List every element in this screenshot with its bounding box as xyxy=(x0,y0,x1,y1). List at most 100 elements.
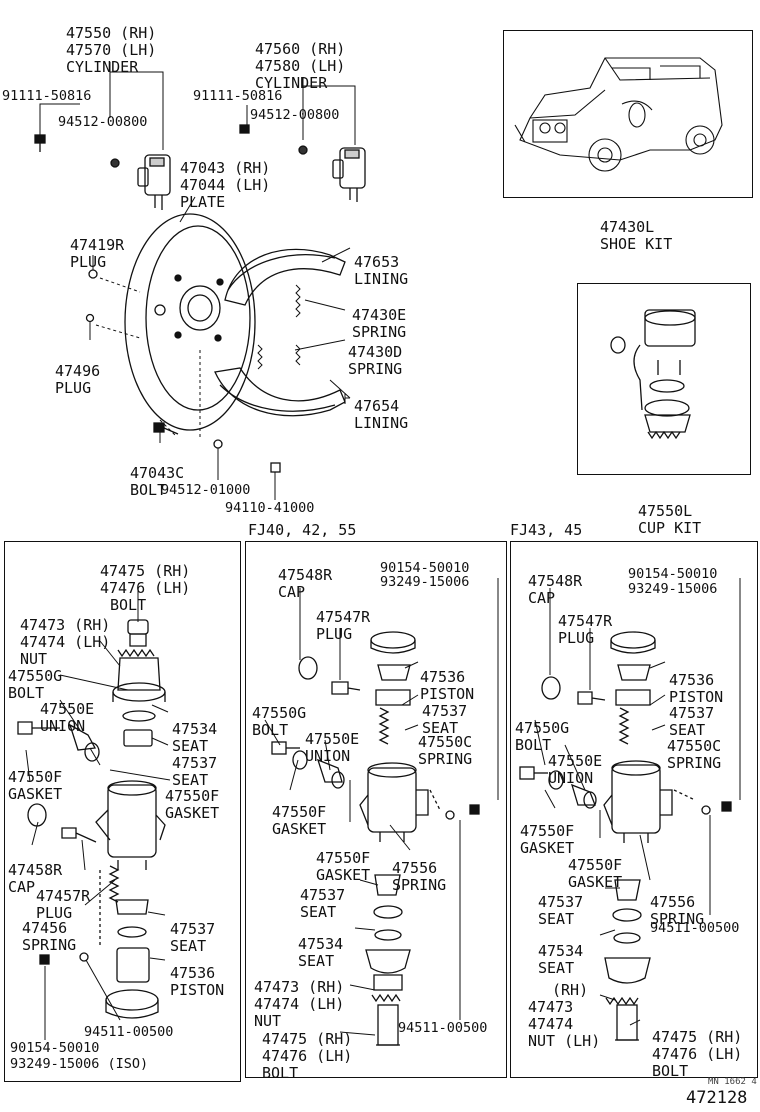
jeep-illustration xyxy=(514,57,723,172)
mid-bolt-name: BOLT xyxy=(262,1064,299,1082)
left-bolt-name: BOLT xyxy=(110,596,147,614)
bolt-91111-b: 91111-50816 xyxy=(193,88,283,104)
right-seat-37a-pn: 47537 xyxy=(669,704,715,722)
nut-94512-b: 94512-00800 xyxy=(250,107,340,123)
right-panel-leaders xyxy=(534,578,741,1026)
left-seat-34-pn: 47534 xyxy=(172,720,218,738)
right-seat-37a-name: SEAT xyxy=(669,721,706,739)
right-nut-94511: 94511-00500 xyxy=(650,920,740,936)
mid-bolt-pn-lh: 47476 (LH) xyxy=(262,1047,353,1065)
mid-nut-name: NUT xyxy=(254,1012,282,1030)
left-gasket-b-pn: 47550F xyxy=(165,787,220,805)
mid-gasket-b-name: GASKET xyxy=(316,866,371,884)
lining-47654-name: LINING xyxy=(354,414,409,432)
mid-plug-name: PLUG xyxy=(316,625,353,643)
mid-nut-pn-lh: 47474 (LH) xyxy=(254,995,345,1013)
mid-cap-name: CAP xyxy=(278,583,306,601)
right-gasket-b-pn: 47550F xyxy=(568,856,623,874)
mid-bolt-g-pn: 47550G xyxy=(252,704,307,722)
mid-union-pn: 47550E xyxy=(305,730,360,748)
cylinder-lh-pn-lh: 47580 (LH) xyxy=(255,57,346,75)
spring-47430d-name: SPRING xyxy=(348,360,403,378)
cylinder-rh-pn-rh: 47550 (RH) xyxy=(66,24,157,42)
left-panel-frame xyxy=(4,541,241,1082)
spring-47430e-pn: 47430E xyxy=(352,306,407,324)
left-nut-name: NUT xyxy=(20,650,48,668)
right-nut-name: NUT (LH) xyxy=(528,1032,601,1050)
wheel-cylinder-lh xyxy=(332,147,366,202)
brake-shoe-lower xyxy=(214,367,346,417)
right-cap-pn: 47548R xyxy=(528,572,583,590)
right-nut-pn-47473: 47473 xyxy=(528,998,574,1016)
right-seat-37b-pn: 47537 xyxy=(538,893,584,911)
left-plug-pn: 47457R xyxy=(36,887,91,905)
mid-panel-frame xyxy=(245,541,507,1078)
left-piston-pn: 47536 xyxy=(170,964,216,982)
left-bolt-pn-rh: 47475 (RH) xyxy=(100,562,191,580)
shoe-kit-name: SHOE KIT xyxy=(600,235,673,253)
left-gasket-b-name: GASKET xyxy=(165,804,220,822)
wheel-cylinder-rh xyxy=(137,154,171,210)
mid-bolt-pn-rh: 47475 (RH) xyxy=(262,1030,353,1048)
right-bolt-pn-rh: 47475 (RH) xyxy=(652,1028,743,1046)
lining-47653-name: LINING xyxy=(354,270,409,288)
mid-panel-parts xyxy=(271,631,480,1046)
bolt-91111-a: 91111-50816 xyxy=(2,88,92,104)
left-cap-name: CAP xyxy=(8,878,36,896)
left-nut-47473-label: 47473 (RH)47474 (LH)NUT xyxy=(20,600,110,668)
shoe-kit-frame xyxy=(503,30,753,198)
mid-gasket-b-pn: 47550F xyxy=(316,849,371,867)
plate-name: PLATE xyxy=(180,193,226,211)
nut-94512-a: 94512-00800 xyxy=(58,114,148,130)
section-title-right: FJ43, 45 xyxy=(510,521,583,539)
mid-cap-pn: 47548R xyxy=(278,566,333,584)
plug-47419r-pn: 47419R xyxy=(70,236,125,254)
left-piston-name: PISTON xyxy=(170,981,225,999)
mid-nut-47473-label: 47473 (RH)47474 (LH)NUT xyxy=(254,962,344,1030)
left-union-name: UNION xyxy=(40,717,86,735)
nut-94512-01000: 94512-01000 xyxy=(161,482,251,498)
left-panel-parts xyxy=(17,619,166,1019)
right-spring-name: SPRING xyxy=(650,910,705,928)
right-plug-name: PLUG xyxy=(558,629,595,647)
right-bolt-90154: 90154-50010 xyxy=(628,566,718,582)
left-seat-37b-pn: 47537 xyxy=(170,920,216,938)
right-seat-37b-name: SEAT xyxy=(538,910,575,928)
mid-gasket-a-name: GASKET xyxy=(272,820,327,838)
right-panel-frame xyxy=(510,541,758,1078)
left-seat-37b-name: SEAT xyxy=(170,937,207,955)
right-gasket-b-name: GASKET xyxy=(568,873,623,891)
left-bolt-93249-iso: 93249-15006 (ISO) xyxy=(10,1056,149,1072)
left-bolt-g-pn: 47550G xyxy=(8,667,63,685)
left-union-pn: 47550E xyxy=(40,700,95,718)
right-panel-parts xyxy=(519,631,732,1041)
cylinder-rh-label: 47550 (RH)47570 (LH)CYLINDER xyxy=(66,8,156,76)
right-spring-c-name: SPRING xyxy=(667,754,722,772)
